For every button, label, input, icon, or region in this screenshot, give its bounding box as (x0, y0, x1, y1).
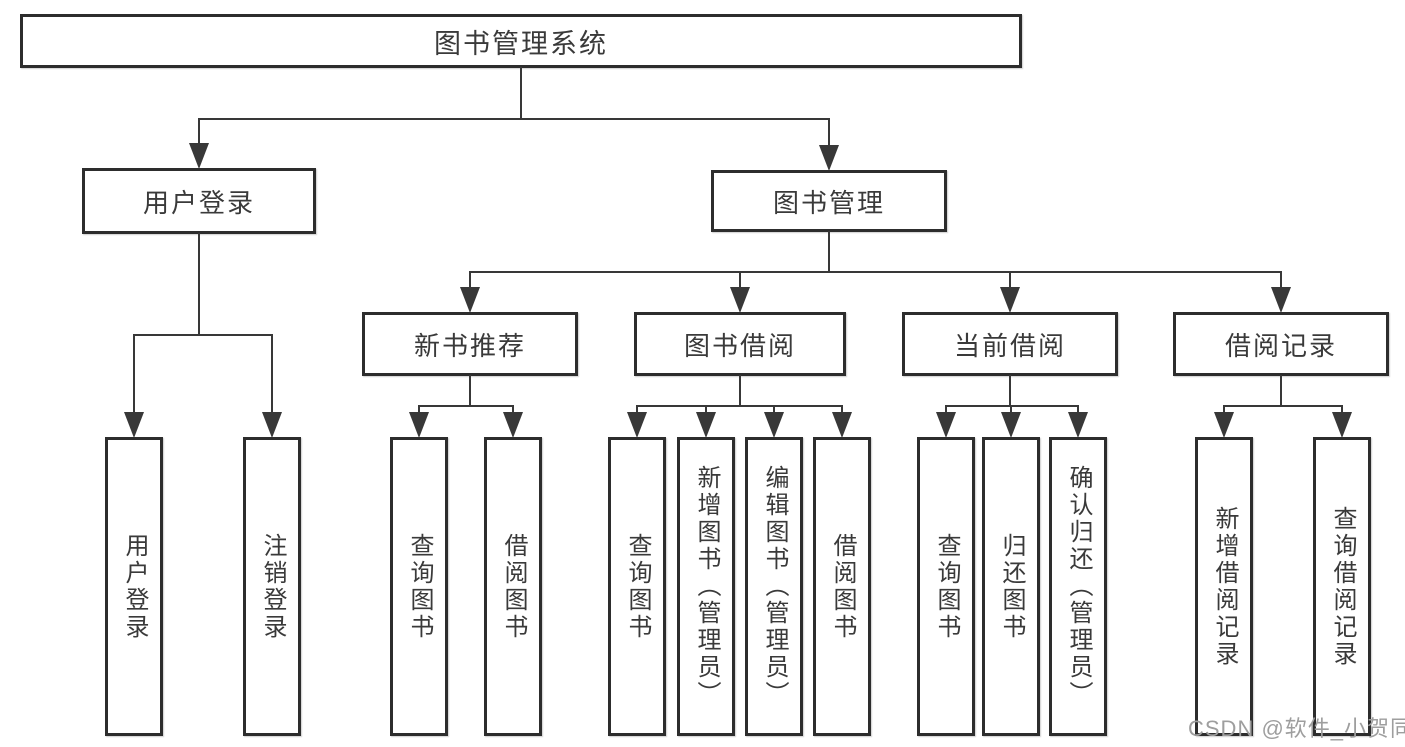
connector-vline (739, 272, 741, 290)
node-label: 借阅记录 (1224, 330, 1337, 361)
node-nb-query: 查询图书 (390, 437, 448, 736)
connector-hline (133, 334, 273, 336)
connector-hline (418, 405, 514, 407)
connector-vline (773, 406, 775, 415)
connector-hline (198, 118, 830, 120)
arrowhead-down (124, 412, 144, 438)
arrowhead-down (1271, 287, 1291, 313)
connector-vline (636, 406, 638, 415)
node-label: 新增图书（管理员） (693, 465, 720, 708)
node-br-query: 查询借阅记录 (1313, 437, 1371, 736)
connector-hline (469, 271, 1282, 273)
node-label: 查询图书 (624, 532, 651, 641)
node-book-borrow: 图书借阅 (634, 312, 846, 376)
node-cb-query: 查询图书 (917, 437, 975, 736)
arrowhead-down (1000, 287, 1020, 313)
node-label: 图书管理系统 (434, 28, 608, 59)
node-user-login: 用户登录 (82, 168, 316, 234)
node-current-borrow: 当前借阅 (902, 312, 1118, 376)
connector-vline (512, 406, 514, 415)
arrowhead-down (1332, 412, 1352, 438)
arrowhead-down (696, 412, 716, 438)
arrowhead-down (409, 412, 429, 438)
node-logout: 注销登录 (243, 437, 301, 736)
connector-vline (418, 406, 420, 415)
connector-vline (1341, 406, 1343, 415)
node-label: 归还图书 (998, 532, 1025, 641)
connector-vline (945, 406, 947, 415)
node-label: 查询图书 (933, 532, 960, 641)
connector-vline (1009, 375, 1011, 407)
node-nb-borrow: 借阅图书 (484, 437, 542, 736)
connector-vline (271, 335, 273, 415)
node-bb-borrow: 借阅图书 (813, 437, 871, 736)
node-label: 借阅图书 (500, 532, 527, 641)
connector-vline (1009, 272, 1011, 290)
connector-vline (198, 233, 200, 336)
node-borrow-records: 借阅记录 (1173, 312, 1389, 376)
node-label: 编辑图书（管理员） (761, 465, 788, 708)
connector-vline (1280, 375, 1282, 407)
node-br-add: 新增借阅记录 (1195, 437, 1253, 736)
arrowhead-down (764, 412, 784, 438)
node-new-books: 新书推荐 (362, 312, 578, 376)
node-cb-return: 归还图书 (982, 437, 1040, 736)
arrowhead-down (1001, 412, 1021, 438)
node-label: 借阅图书 (829, 532, 856, 641)
connector-vline (1077, 406, 1079, 415)
node-label: 用户登录 (121, 532, 148, 641)
connector-vline (520, 67, 522, 120)
node-bb-query: 查询图书 (608, 437, 666, 736)
node-book-mgmt: 图书管理 (711, 170, 947, 232)
connector-vline (1280, 272, 1282, 290)
node-bb-edit: 编辑图书（管理员） (745, 437, 803, 736)
connector-vline (1010, 406, 1012, 415)
node-label: 当前借阅 (953, 330, 1066, 361)
connector-vline (469, 375, 471, 407)
arrowhead-down (460, 287, 480, 313)
arrowhead-down (936, 412, 956, 438)
arrowhead-down (1068, 412, 1088, 438)
node-label: 注销登录 (259, 532, 286, 641)
arrowhead-down (503, 412, 523, 438)
connector-vline (1223, 406, 1225, 415)
arrowhead-down (730, 287, 750, 313)
node-label: 图书借阅 (683, 330, 796, 361)
node-login: 用户登录 (105, 437, 163, 736)
node-label: 查询图书 (406, 532, 433, 641)
connector-vline (828, 119, 830, 148)
connector-vline (133, 335, 135, 415)
node-label: 新增借阅记录 (1211, 505, 1238, 668)
connector-vline (705, 406, 707, 415)
connector-hline (636, 405, 843, 407)
connector-vline (828, 231, 830, 273)
arrowhead-down (1214, 412, 1234, 438)
node-label: 查询借阅记录 (1329, 505, 1356, 668)
arrowhead-down (832, 412, 852, 438)
node-label: 图书管理 (772, 187, 885, 218)
node-label: 用户登录 (142, 187, 255, 218)
node-bb-add: 新增图书（管理员） (677, 437, 735, 736)
connector-vline (841, 406, 843, 415)
arrowhead-down (189, 143, 209, 169)
connector-vline (198, 119, 200, 146)
node-cb-confirm: 确认归还（管理员） (1049, 437, 1107, 736)
connector-hline (945, 405, 1079, 407)
node-system: 图书管理系统 (20, 14, 1022, 68)
connector-hline (1223, 405, 1343, 407)
watermark: CSDN @软件_小贺同学 (1188, 716, 1405, 741)
connector-vline (739, 375, 741, 407)
arrowhead-down (627, 412, 647, 438)
node-label: 确认归还（管理员） (1065, 465, 1092, 708)
node-label: 新书推荐 (413, 330, 526, 361)
arrowhead-down (819, 145, 839, 171)
arrowhead-down (262, 412, 282, 438)
connector-vline (469, 272, 471, 290)
